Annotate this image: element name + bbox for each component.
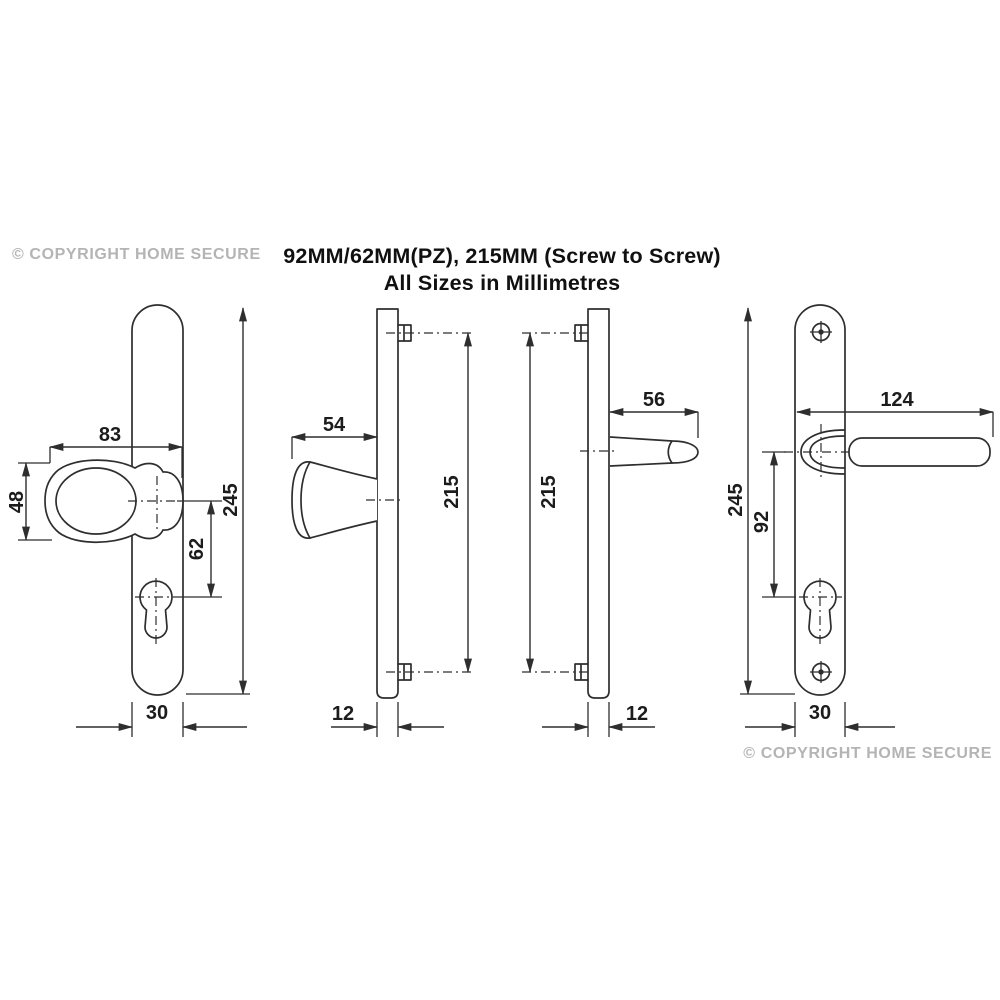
dim-label-plate-width: 30 (809, 702, 831, 724)
knob-face-line (300, 461, 311, 539)
plate-profile-outline (376, 308, 399, 699)
euro-cylinder-keyhole (139, 580, 173, 639)
view-lever-front: 124 92 245 30 (725, 304, 995, 737)
dim-label-handle-to-cylinder: 92 (751, 511, 773, 533)
dim-ext-plate-width (131, 702, 184, 737)
dim-label-projection: 56 (643, 389, 665, 411)
dim-label-plate-length: 245 (220, 483, 242, 516)
dim-label-plate-length: 245 (725, 483, 747, 516)
knob-profile-outline (291, 461, 378, 539)
page-title-line2: All Sizes in Millimetres (384, 271, 621, 295)
dim-ext-handle-to-cylinder (177, 500, 222, 598)
dim-ext-handle-to-cylinder (762, 451, 796, 598)
view-pad-handle-front: 83 48 62 245 30 (6, 304, 250, 737)
screw-icon-bottom (810, 661, 832, 683)
dim-ext-plate-thickness (376, 702, 399, 737)
dim-label-pad-width: 83 (99, 424, 121, 446)
lever-boss-outer (800, 429, 845, 475)
screw-icon-top (810, 321, 832, 343)
lever-end-cap-line (667, 440, 673, 464)
keyhole-centerlines (799, 578, 842, 648)
plate-profile-outline (587, 308, 610, 699)
pad-handle-outline (44, 459, 184, 543)
dim-label-pad-height: 48 (6, 491, 28, 513)
dim-label-screw-to-screw: 215 (441, 475, 463, 508)
lever-bar-outline (848, 437, 991, 467)
watermark-bottom-right: © COPYRIGHT HOME SECURE (743, 745, 992, 762)
watermark-top-left: © COPYRIGHT HOME SECURE (12, 246, 261, 263)
dim-label-plate-thickness: 12 (332, 703, 354, 725)
dim-label-handle-to-cylinder: 62 (186, 538, 208, 560)
view-lever-side: 56 215 12 (522, 308, 700, 737)
dim-ext-plate-thickness (587, 702, 610, 737)
dim-label-projection: 54 (323, 414, 346, 436)
lever-boss-centerlines (784, 424, 864, 481)
dim-ext-plate-width (794, 702, 846, 737)
dim-label-plate-thickness: 12 (626, 703, 648, 725)
screw-centerlines (522, 332, 592, 673)
page-title-line1: 92MM/62MM(PZ), 215MM (Screw to Screw) (283, 244, 721, 268)
screw-centerlines (386, 332, 472, 673)
euro-cylinder-keyhole (803, 580, 837, 639)
view-knob-side: 54 215 12 (290, 308, 472, 737)
dim-label-lever-length: 124 (880, 389, 914, 411)
dim-label-plate-width: 30 (146, 702, 168, 724)
dim-label-screw-to-screw: 215 (538, 475, 560, 508)
lever-profile-outline (609, 436, 699, 467)
